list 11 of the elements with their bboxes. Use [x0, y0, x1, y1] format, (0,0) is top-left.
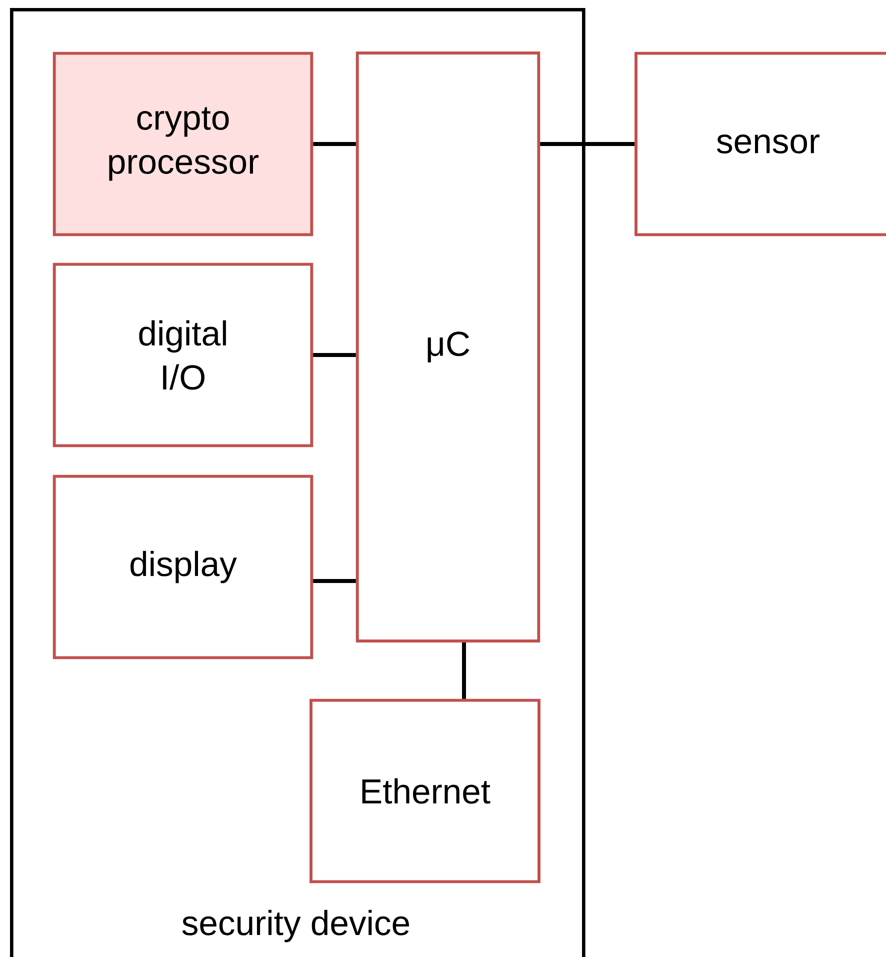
ethernet-box: Ethernet — [310, 698, 540, 884]
processor-box: crypto processor — [52, 52, 314, 236]
connector-line — [540, 142, 635, 146]
sensor-box: sensor — [634, 52, 886, 236]
io-box: digital I/O — [52, 262, 314, 448]
display-box: display — [52, 474, 314, 660]
connector-line — [313, 579, 356, 583]
connector-line — [313, 353, 356, 357]
connector-line — [313, 142, 356, 146]
controller-box: μC — [356, 52, 540, 642]
connector-line — [462, 642, 466, 699]
